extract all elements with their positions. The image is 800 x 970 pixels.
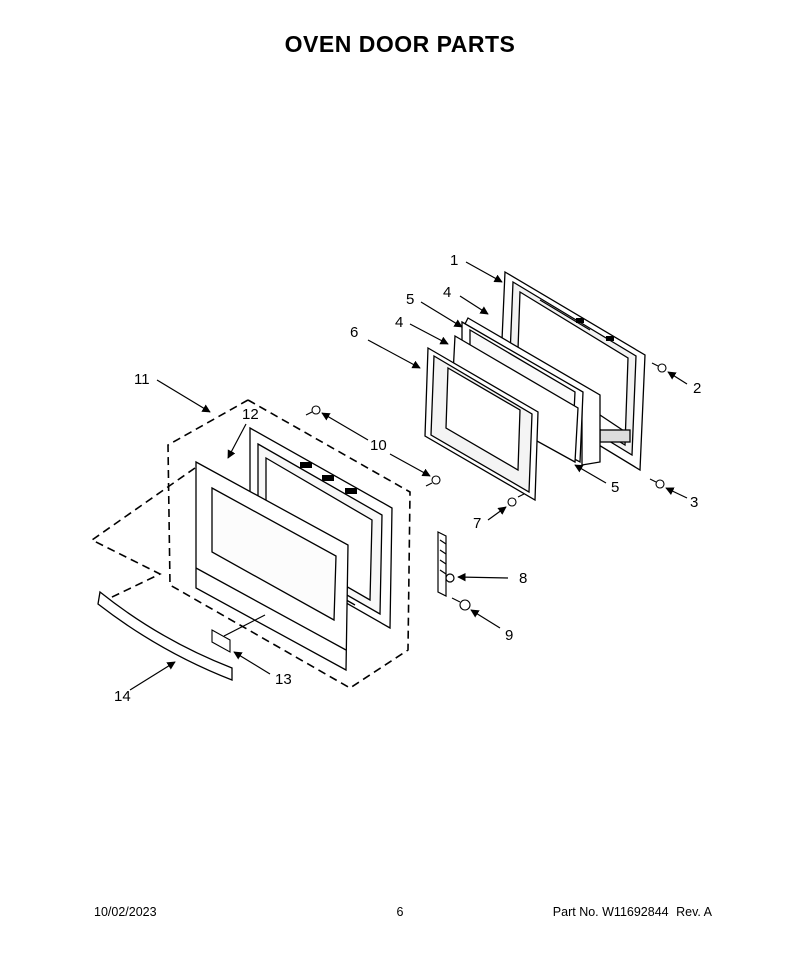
part-14-door-handle <box>97 590 233 681</box>
callout-5-upper: 5 <box>406 291 414 308</box>
leader-lines <box>129 261 688 691</box>
part-outer-glass-panel <box>195 460 349 672</box>
callout-10: 10 <box>370 437 387 454</box>
screw-part-9 <box>451 597 471 611</box>
callout-numbers: 1 2 3 4 4 5 5 6 7 8 9 10 11 12 13 14 <box>114 252 701 705</box>
page-title: OVEN DOOR PARTS <box>284 31 516 57</box>
callout-13: 13 <box>275 671 292 688</box>
callout-4-lower: 4 <box>395 314 403 331</box>
part-8-door-hinge <box>437 531 455 597</box>
part-6-inner-door-panel <box>424 346 539 502</box>
callout-14: 14 <box>114 688 131 705</box>
callout-5-lower: 5 <box>611 479 619 496</box>
screw-part-10-upper <box>305 405 321 416</box>
callout-9: 9 <box>505 627 513 644</box>
part-11-dashed-assembly-boundary <box>90 399 411 689</box>
screws <box>305 362 667 611</box>
callout-2: 2 <box>693 380 701 397</box>
callout-12: 12 <box>242 406 259 423</box>
callout-1: 1 <box>450 252 458 269</box>
callout-8: 8 <box>519 570 527 587</box>
callout-4-upper: 4 <box>443 284 451 301</box>
screw-part-10-lower <box>425 475 441 487</box>
callout-7: 7 <box>473 515 481 532</box>
callout-3: 3 <box>690 494 698 511</box>
screw-part-2 <box>651 362 667 373</box>
callout-11: 11 <box>134 371 150 388</box>
footer-part-info: Part No. W11692844 Rev. A <box>553 905 712 919</box>
callout-6: 6 <box>350 324 358 341</box>
screw-part-3 <box>649 478 665 489</box>
footer-part-number: Part No. W11692844 <box>552 905 669 919</box>
footer-page-number: 6 <box>396 905 404 919</box>
screw-part-7 <box>507 493 525 507</box>
footer-revision: Rev. A <box>676 905 712 919</box>
footer-date: 10/02/2023 <box>94 905 157 919</box>
part-13-handle-bracket <box>211 629 231 653</box>
